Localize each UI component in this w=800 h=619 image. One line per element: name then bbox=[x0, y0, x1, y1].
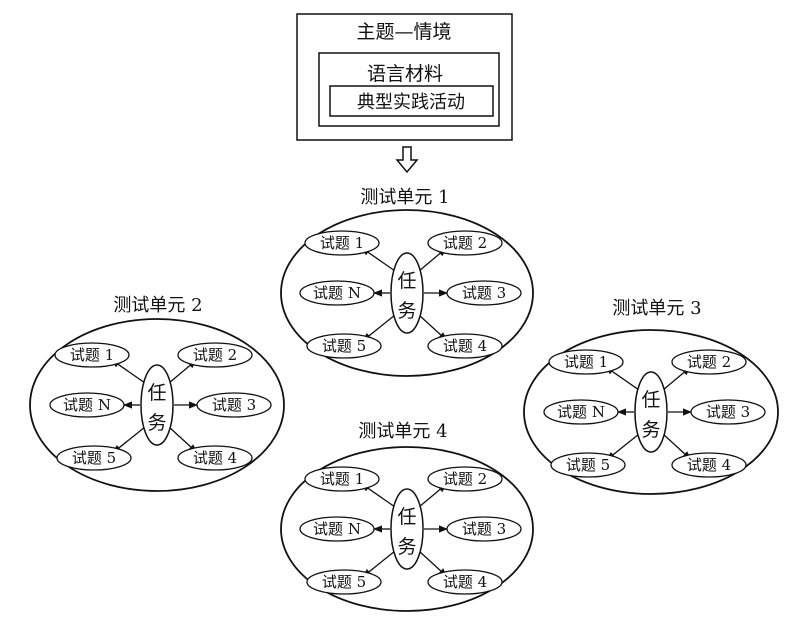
question-4-node bbox=[427, 569, 503, 595]
question-3-label: 试题 3 bbox=[462, 284, 506, 302]
question-5-node bbox=[306, 333, 382, 359]
task-label-bottom: 务 bbox=[397, 536, 416, 558]
header-title: 主题—情境 bbox=[356, 21, 451, 43]
question-3-node bbox=[690, 399, 766, 425]
question-4-label: 试题 4 bbox=[193, 449, 237, 467]
question-3-label: 试题 3 bbox=[212, 396, 256, 414]
question-2-label: 试题 2 bbox=[193, 346, 237, 364]
question-5-node bbox=[306, 569, 382, 595]
question-4-node bbox=[427, 333, 503, 359]
question-1-label: 试题 1 bbox=[320, 470, 364, 488]
question-3-label: 试题 3 bbox=[462, 520, 506, 538]
unit-boundary bbox=[280, 209, 534, 377]
down-hollow-arrow-icon bbox=[395, 146, 419, 174]
question-n-label: 试题 N bbox=[557, 403, 605, 421]
question-n-label: 试题 N bbox=[313, 284, 361, 302]
unit-title: 测试单元 2 bbox=[113, 295, 202, 316]
question-5-label: 试题 5 bbox=[72, 449, 116, 467]
unit-title: 测试单元 3 bbox=[612, 298, 701, 319]
task-label-top: 任 bbox=[397, 270, 416, 292]
question-2-label: 试题 2 bbox=[443, 470, 487, 488]
task-label-top: 任 bbox=[147, 382, 166, 404]
material-box bbox=[318, 52, 500, 127]
question-3-node bbox=[196, 392, 272, 418]
material-label: 语言材料 bbox=[367, 63, 443, 85]
test-unit-2: 测试单元 2 任务 试题 1 试题 2 试题 N 试题 3 试题 5 试题 4 bbox=[29, 295, 285, 492]
task-label-bottom: 务 bbox=[641, 419, 660, 441]
question-4-label: 试题 4 bbox=[687, 456, 731, 474]
unit-boundary bbox=[280, 446, 534, 612]
question-n-node bbox=[299, 280, 375, 306]
question-3-node bbox=[446, 280, 522, 306]
question-2-node bbox=[427, 466, 503, 492]
test-unit-1: 测试单元 1 任务 试题 1 试题 2 试题 N 试题 3 试题 5 试题 4 bbox=[280, 187, 534, 377]
question-1-label: 试题 1 bbox=[320, 234, 364, 252]
question-n-node bbox=[49, 392, 125, 418]
activity-box bbox=[329, 85, 494, 117]
question-5-label: 试题 5 bbox=[322, 337, 366, 355]
question-1-label: 试题 1 bbox=[564, 353, 608, 371]
task-label-top: 任 bbox=[641, 389, 660, 411]
question-2-node bbox=[427, 230, 503, 256]
task-label-bottom: 务 bbox=[147, 412, 166, 434]
task-label-top: 任 bbox=[397, 506, 416, 528]
question-2-node bbox=[177, 342, 253, 368]
task-node bbox=[634, 371, 668, 453]
question-1-node bbox=[54, 342, 130, 368]
question-2-node bbox=[671, 349, 747, 375]
question-4-label: 试题 4 bbox=[443, 337, 487, 355]
header-group: 主题—情境 语言材料 典型实践活动 bbox=[296, 13, 513, 141]
question-2-label: 试题 2 bbox=[443, 234, 487, 252]
question-1-label: 试题 1 bbox=[70, 346, 114, 364]
task-node bbox=[390, 252, 424, 334]
question-n-node bbox=[543, 399, 619, 425]
question-n-label: 试题 N bbox=[313, 520, 361, 538]
question-1-node bbox=[304, 230, 380, 256]
question-5-node bbox=[550, 452, 626, 478]
question-3-label: 试题 3 bbox=[706, 403, 750, 421]
question-2-label: 试题 2 bbox=[687, 353, 731, 371]
header-outer-box bbox=[296, 13, 513, 141]
unit-boundary bbox=[523, 329, 779, 495]
question-5-label: 试题 5 bbox=[322, 573, 366, 591]
question-n-label: 试题 N bbox=[63, 396, 111, 414]
question-4-node bbox=[177, 445, 253, 471]
question-3-node bbox=[446, 516, 522, 542]
test-unit-4: 测试单元 4 任务 试题 1 试题 2 试题 N 试题 3 试题 5 试题 4 bbox=[280, 421, 534, 612]
question-1-node bbox=[548, 349, 624, 375]
unit-boundary bbox=[29, 318, 285, 492]
activity-label: 典型实践活动 bbox=[357, 92, 465, 113]
question-5-node bbox=[56, 445, 132, 471]
unit-title: 测试单元 1 bbox=[360, 187, 449, 208]
question-4-node bbox=[671, 452, 747, 478]
question-4-label: 试题 4 bbox=[443, 573, 487, 591]
question-n-node bbox=[299, 516, 375, 542]
question-1-node bbox=[304, 466, 380, 492]
question-5-label: 试题 5 bbox=[566, 456, 610, 474]
task-node bbox=[140, 364, 174, 446]
test-unit-3: 测试单元 3 任务 试题 1 试题 2 试题 N 试题 3 试题 5 试题 4 bbox=[523, 298, 779, 495]
task-node bbox=[390, 488, 424, 570]
task-label-bottom: 务 bbox=[397, 300, 416, 322]
unit-title: 测试单元 4 bbox=[358, 421, 447, 442]
